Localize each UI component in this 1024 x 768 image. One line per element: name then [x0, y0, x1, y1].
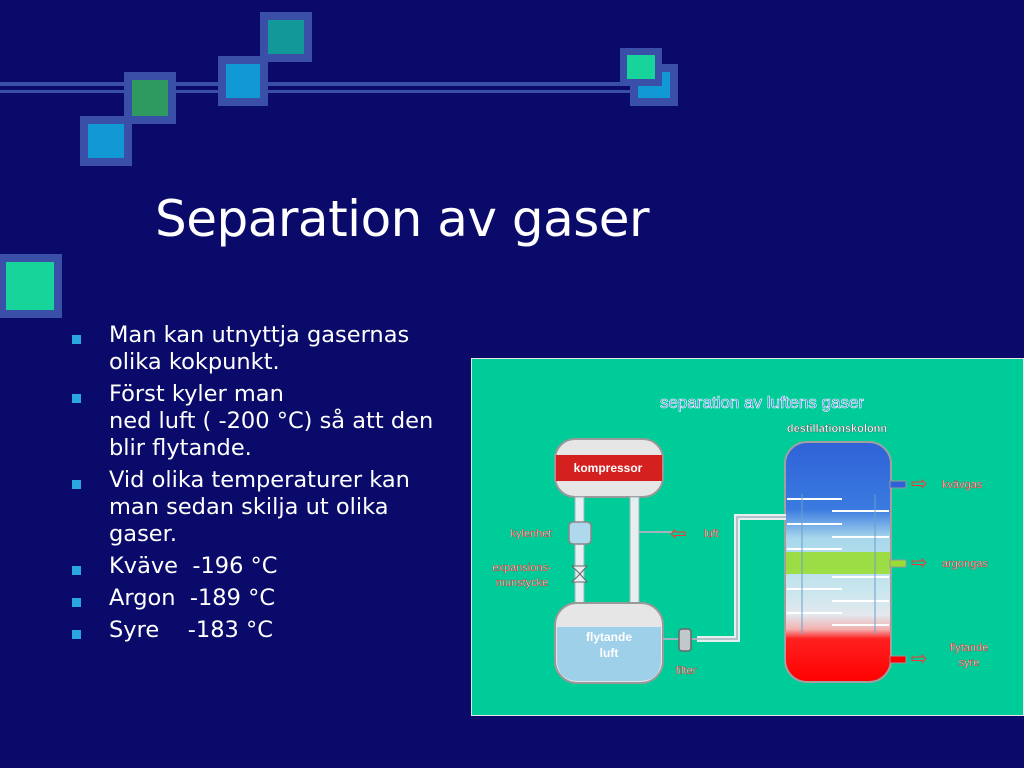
expansion-nozzle-icon — [570, 565, 589, 583]
slide-title: Separation av gaser — [155, 190, 650, 248]
oxygen-label-line1: flytande — [950, 642, 989, 654]
air-separation-diagram: separation av luftens gaser destillation… — [471, 358, 1024, 716]
air-arrow-icon: ⇦ — [670, 521, 687, 545]
bullet-item: Först kyler man ned luft ( -200 °C) så a… — [72, 381, 452, 462]
air-label: luft — [704, 528, 719, 540]
oxygen-label-line2: syre — [959, 657, 980, 669]
nozzle-label-line1: expansions- — [492, 562, 552, 574]
nitrogen-outlet-pipe — [889, 480, 907, 489]
filter-label: filter — [676, 665, 697, 677]
bullet-text: Kväve -196 °C — [109, 553, 278, 579]
decor-square-inner — [88, 124, 124, 158]
nozzle-label-line2: munstycke — [496, 577, 549, 589]
decor-line-top-2 — [0, 90, 660, 93]
bullet-item: Argon -189 °C — [72, 585, 452, 612]
decor-square-inner — [132, 80, 168, 116]
bullet-square-icon — [72, 566, 81, 575]
decor-line-top — [0, 82, 660, 86]
liquid-air-label-line1: flytande — [586, 630, 632, 644]
cooler-label: kylenhet — [511, 528, 552, 540]
bullet-text: Vid olika temperaturer kan man sedan ski… — [109, 467, 418, 547]
bullet-item: Syre -183 °C — [72, 617, 452, 644]
argon-arrow-icon: ⇨ — [911, 550, 928, 574]
column-tray-edges — [801, 494, 876, 634]
liquid-air-label-line2: luft — [600, 646, 619, 660]
bullet-square-icon — [72, 480, 81, 489]
bullet-square-icon — [72, 394, 81, 403]
bullet-text: Argon -189 °C — [109, 585, 276, 611]
bullet-list: Man kan utnyttja gasernas olika kokpunkt… — [72, 322, 452, 649]
nitrogen-label: kvävgas — [942, 479, 983, 491]
bullet-square-icon — [72, 335, 81, 344]
decor-square-inner — [226, 64, 260, 98]
diagram-svg: separation av luftens gaser destillation… — [492, 393, 989, 684]
decor-square-inner — [627, 55, 655, 79]
compressor-label: kompressor — [574, 461, 643, 475]
bullet-text: Man kan utnyttja gasernas olika kokpunkt… — [109, 322, 417, 375]
bullet-item: Vid olika temperaturer kan man sedan ski… — [72, 467, 452, 548]
diagram-title: separation av luftens gaser — [660, 393, 864, 412]
argon-outlet-pipe — [889, 559, 907, 568]
nitrogen-arrow-icon: ⇨ — [911, 471, 928, 495]
left-pipe — [574, 496, 585, 608]
column-trays — [787, 498, 889, 626]
oxygen-arrow-icon: ⇨ — [911, 646, 928, 670]
argon-band — [786, 552, 890, 574]
bullet-text: Först kyler man ned luft ( -200 °C) så a… — [109, 381, 434, 461]
column-label: destillationskolonn — [787, 423, 888, 435]
bullet-item: Kväve -196 °C — [72, 553, 452, 580]
filter-unit — [678, 628, 692, 652]
cooler-unit — [568, 521, 592, 545]
oxygen-outlet-pipe — [889, 655, 907, 664]
bullet-item: Man kan utnyttja gasernas olika kokpunkt… — [72, 322, 452, 376]
right-pipe — [629, 496, 640, 608]
argon-label: argongas — [942, 558, 988, 570]
bullet-square-icon — [72, 598, 81, 607]
decor-square-inner — [268, 20, 304, 54]
bullet-square-icon — [72, 630, 81, 639]
bullet-text: Syre -183 °C — [109, 617, 273, 643]
decor-square-inner — [6, 262, 54, 310]
